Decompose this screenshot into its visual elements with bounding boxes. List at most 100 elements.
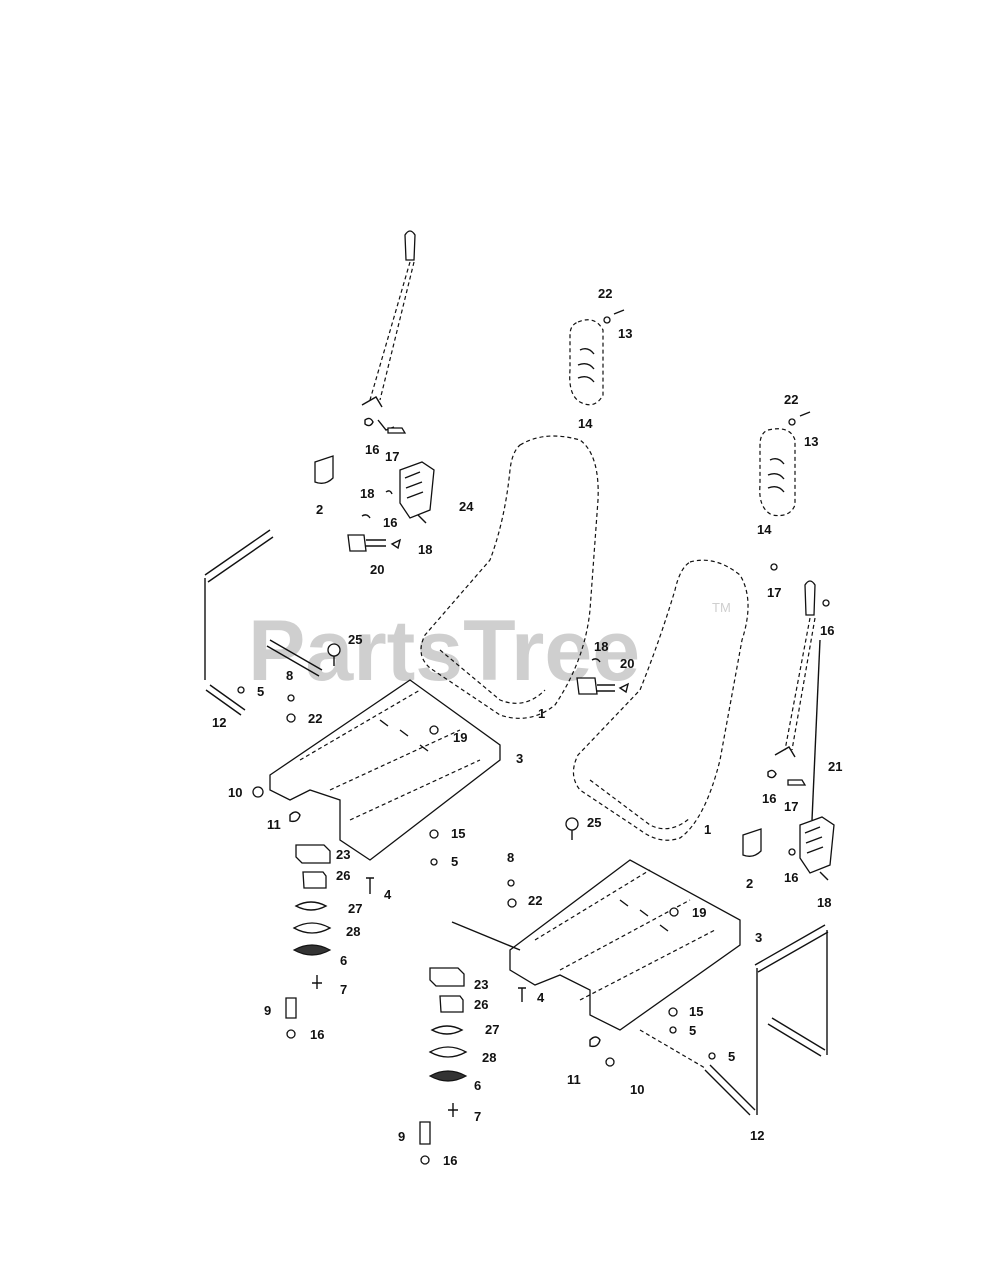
- left-screw-7: [312, 975, 322, 989]
- callout-27: 27: [348, 901, 362, 916]
- callout-16: 16: [310, 1027, 324, 1042]
- left-nut-22: [286, 713, 296, 723]
- right-washer-15: [668, 1007, 678, 1017]
- left-washer-15: [429, 829, 439, 839]
- callout-9: 9: [264, 1003, 271, 1018]
- callout-18: 18: [594, 639, 608, 654]
- callout-17: 17: [784, 799, 798, 814]
- right-bolt-19: [669, 907, 679, 917]
- left-seat-shell-1: [420, 435, 599, 719]
- callout-12: 12: [212, 715, 226, 730]
- callout-7: 7: [340, 982, 347, 997]
- callout-1: 1: [538, 706, 545, 721]
- callout-25: 25: [348, 632, 362, 647]
- watermark-text: PartsTree: [248, 603, 640, 699]
- left-nut-16: [286, 1029, 296, 1039]
- callout-11: 11: [567, 1072, 581, 1087]
- left-seat-assembly: [204, 230, 599, 1039]
- right-switch-26: [439, 995, 464, 1013]
- callout-23: 23: [474, 977, 488, 992]
- callout-6: 6: [340, 953, 347, 968]
- right-clip-11: [589, 1036, 601, 1048]
- right-washer-8: [507, 879, 515, 887]
- right-seat-shell-1: [572, 559, 749, 841]
- callout-16: 16: [762, 791, 776, 806]
- callout-10: 10: [630, 1082, 644, 1097]
- callout-11: 11: [267, 817, 281, 832]
- callout-21: 21: [828, 759, 842, 774]
- callout-14: 14: [757, 522, 772, 537]
- left-washer-16: [361, 514, 371, 519]
- callout-18: 18: [817, 895, 831, 910]
- callout-18: 18: [360, 486, 374, 501]
- right-nut-22-top: [788, 418, 796, 426]
- callout-16: 16: [820, 623, 834, 638]
- left-switch-housing-23: [295, 844, 331, 864]
- watermark-trademark: TM: [712, 600, 731, 615]
- callout-2: 2: [316, 502, 323, 517]
- callout-14: 14: [578, 416, 593, 431]
- callout-3: 3: [516, 751, 523, 766]
- callout-26: 26: [474, 997, 488, 1012]
- right-seat-pan-3: [451, 859, 741, 1031]
- left-gasket-27: [294, 901, 328, 911]
- callout-16: 16: [383, 515, 397, 530]
- left-washer-5: [430, 858, 438, 866]
- right-screw-7: [448, 1103, 458, 1117]
- callout-15: 15: [451, 826, 465, 841]
- left-pad-6: [292, 944, 332, 956]
- left-nut-22-top: [603, 316, 611, 324]
- callout-22: 22: [598, 286, 612, 301]
- callout-9: 9: [398, 1129, 405, 1144]
- callout-8: 8: [286, 668, 293, 683]
- right-seat-assembly: [419, 411, 835, 1165]
- right-washer-16-top: [822, 599, 830, 607]
- callout-5: 5: [451, 854, 458, 869]
- right-plate-28: [428, 1046, 468, 1058]
- callout-24: 24: [459, 499, 474, 514]
- right-gasket-27: [430, 1025, 464, 1035]
- left-washer-5-top: [237, 686, 245, 694]
- right-switch-housing-23: [429, 967, 465, 987]
- right-nut-22: [507, 898, 517, 908]
- left-bolt-19: [429, 725, 439, 735]
- callout-10: 10: [228, 785, 242, 800]
- callout-13: 13: [618, 326, 632, 341]
- left-washer-18: [385, 490, 393, 495]
- callout-15: 15: [689, 1004, 703, 1019]
- callout-16: 16: [443, 1153, 457, 1168]
- left-retractor-24: [399, 461, 435, 524]
- callout-20: 20: [370, 562, 384, 577]
- left-bolt-9: [285, 997, 297, 1019]
- left-slide-rail-12: [204, 529, 323, 716]
- callout-3: 3: [755, 930, 762, 945]
- left-cushion-14: [569, 309, 625, 406]
- right-bolt-17-top: [770, 563, 778, 571]
- right-slide-rail-12: [639, 924, 829, 1116]
- right-pad-6: [428, 1070, 468, 1082]
- left-bushing-16: [364, 417, 374, 427]
- right-bushing-10: [605, 1057, 615, 1067]
- callout-8: 8: [507, 850, 514, 865]
- callout-6: 6: [474, 1078, 481, 1093]
- right-washer-5-rail: [708, 1052, 716, 1060]
- left-knob-25: [327, 643, 341, 657]
- callout-5: 5: [689, 1023, 696, 1038]
- right-bracket-2: [742, 828, 762, 857]
- right-callouts: 22 13 14 17 16 18 20 21 16 17 25 1 2 16 …: [398, 392, 842, 1168]
- left-callouts: 22 13 14 16 17 18 2 16 24 18 20 25 8 5 2…: [212, 286, 632, 1042]
- left-switch-26: [302, 871, 327, 889]
- left-bushing-10: [252, 786, 264, 798]
- callout-28: 28: [482, 1050, 496, 1065]
- right-cushion-14: [759, 428, 796, 517]
- callout-18: 18: [418, 542, 432, 557]
- callout-16: 16: [365, 442, 379, 457]
- right-washer-16: [788, 848, 796, 856]
- callout-5: 5: [257, 684, 264, 699]
- callout-26: 26: [336, 868, 350, 883]
- left-bolt-17: [387, 427, 407, 434]
- right-knob-25: [565, 817, 579, 831]
- right-washer-5: [669, 1026, 677, 1034]
- right-washer-18: [591, 658, 601, 663]
